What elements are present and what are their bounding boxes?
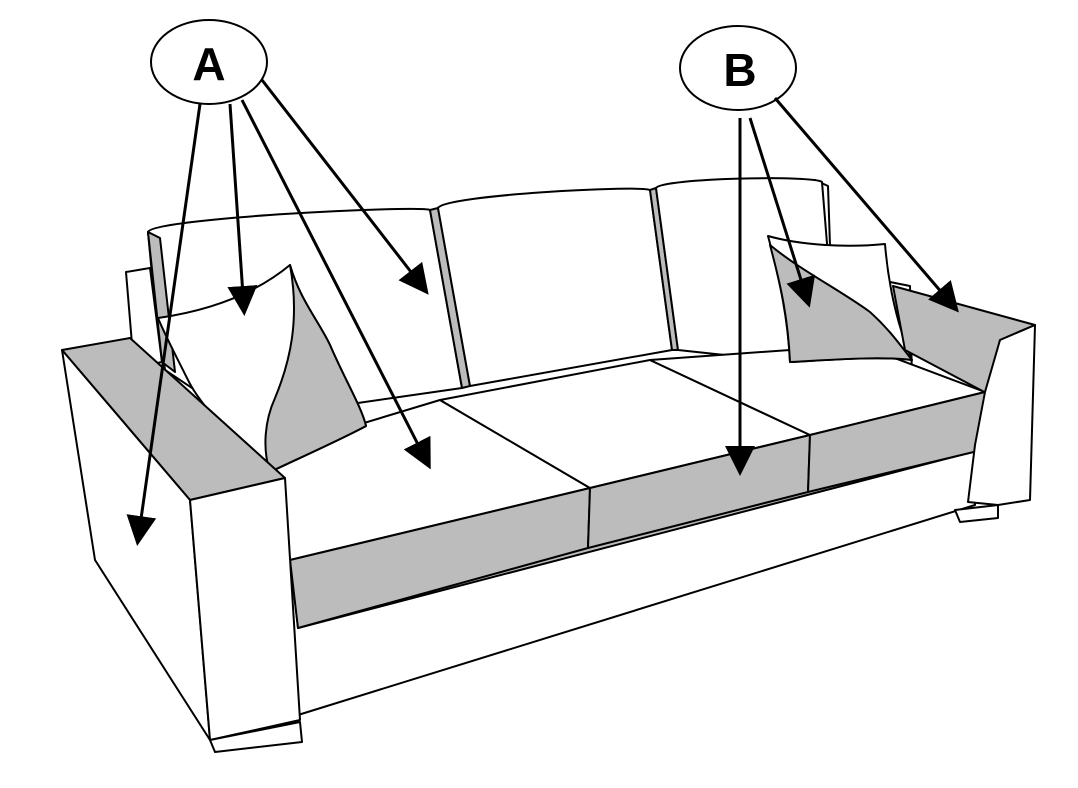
callout-b-circle <box>679 25 797 111</box>
pillow-left-pattern <box>264 264 367 473</box>
sofa <box>61 177 1036 753</box>
right-arm-front <box>967 324 1036 506</box>
right-foot <box>954 504 999 523</box>
left-arm-front <box>189 477 301 741</box>
left-foot <box>209 721 303 753</box>
callout-a: A <box>150 19 268 105</box>
callout-a-circle <box>150 19 268 105</box>
arrow-a-left-arm <box>126 103 202 546</box>
callout-b-label: B <box>723 44 756 96</box>
arrow-b-arm-top <box>773 97 959 313</box>
callout-a-arrows <box>126 79 431 546</box>
arrow-a-pillow <box>227 103 258 316</box>
arrow-a-seat <box>240 99 431 470</box>
arrow-a-back-cushion <box>260 79 429 295</box>
callout-a-label: A <box>192 38 225 90</box>
pillow-right-pattern <box>769 244 913 363</box>
arrow-b-pillow <box>748 117 816 308</box>
callout-b-arrows <box>725 97 959 476</box>
callout-b: B <box>679 25 797 111</box>
back-cushion-middle <box>437 187 673 387</box>
